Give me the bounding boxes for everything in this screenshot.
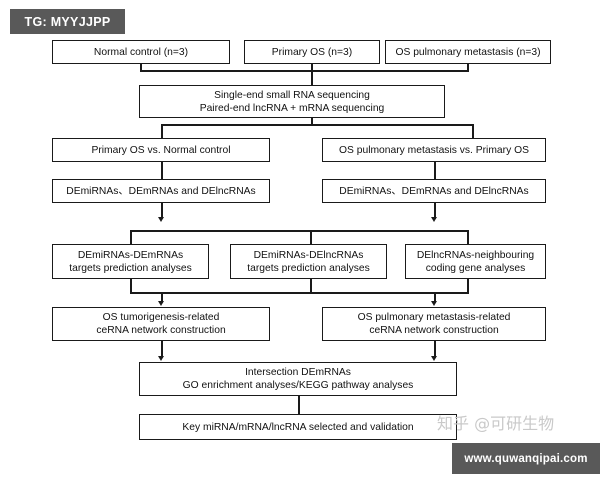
node-mirna-lncrna-targets: DEmiRNAs-DElncRNAs targets prediction an… (230, 244, 387, 279)
node-line: targets prediction analyses (69, 262, 192, 274)
node-primary-vs-normal: Primary OS vs. Normal control (52, 138, 270, 162)
connector-vertical (467, 230, 469, 245)
connector-vertical (130, 230, 132, 245)
node-line: DEmiRNAs-DEmRNAs (77, 249, 184, 261)
node-metastasis-vs-primary: OS pulmonary metastasis vs. Primary OS (322, 138, 546, 162)
connector-vertical (311, 118, 313, 125)
node-line: DElncRNAs-neighbouring (416, 249, 535, 261)
connector-vertical (161, 292, 163, 303)
node-line: Primary OS (n=3) (271, 46, 353, 58)
node-line: ceRNA network construction (369, 325, 499, 336)
node-line: Normal control (n=3) (93, 46, 189, 58)
connector-horizontal (130, 292, 469, 294)
node-mirna-mrna-targets: DEmiRNAs-DEmRNAs targets prediction anal… (52, 244, 209, 279)
arrowhead-down (431, 356, 437, 361)
tg-badge: TG: MYYJJPP (10, 9, 125, 34)
node-line: Intersection DEmRNAs (245, 367, 351, 378)
node-line: Key miRNA/mRNA/lncRNA selected and valid… (182, 421, 414, 433)
connector-horizontal (140, 70, 469, 72)
connector-vertical (434, 203, 436, 219)
node-cerna-tumorigenesis: OS tumorigenesis-related ceRNA network c… (52, 307, 270, 341)
node-line: Primary OS vs. Normal control (91, 144, 231, 156)
node-line: DEmiRNAs-DElncRNAs (253, 249, 364, 261)
connector-horizontal (161, 124, 473, 126)
connector-vertical (434, 292, 436, 303)
connector-vertical (161, 162, 163, 180)
node-lncrna-neighbouring: DElncRNAs-neighbouring coding gene analy… (405, 244, 546, 279)
node-os-pulmonary-metastasis: OS pulmonary metastasis (n=3) (385, 40, 551, 64)
node-line: coding gene analyses (425, 262, 526, 274)
connector-vertical (140, 64, 142, 71)
connector-vertical (434, 162, 436, 180)
node-primary-os: Primary OS (n=3) (244, 40, 380, 64)
zhihu-watermark: 知乎 @可研生物 (437, 414, 555, 433)
node-line: DEmiRNAs、DEmRNAs and DElncRNAs (339, 185, 529, 197)
url-watermark: www.quwanqipai.com (452, 443, 600, 474)
node-line: OS tumorigenesis-related (102, 312, 220, 323)
arrowhead-down (158, 301, 164, 306)
connector-vertical (467, 279, 469, 293)
connector-vertical (161, 203, 163, 219)
node-line: OS pulmonary metastasis (n=3) (395, 46, 541, 58)
node-line: DEmiRNAs、DEmRNAs and DElncRNAs (66, 185, 256, 197)
arrowhead-down (431, 301, 437, 306)
node-line: OS pulmonary metastasis-related (357, 312, 511, 323)
node-normal-control: Normal control (n=3) (52, 40, 230, 64)
connector-vertical (310, 279, 312, 293)
node-line: targets prediction analyses (247, 262, 370, 274)
connector-vertical (311, 70, 313, 86)
connector-vertical (472, 124, 474, 139)
node-de-right: DEmiRNAs、DEmRNAs and DElncRNAs (322, 179, 546, 203)
connector-vertical (434, 341, 436, 358)
connector-vertical (311, 64, 313, 71)
node-intersection-go-kegg: Intersection DEmRNAs GO enrichment analy… (139, 362, 457, 396)
connector-vertical (310, 230, 312, 245)
connector-vertical (298, 396, 300, 415)
arrowhead-down (158, 217, 164, 222)
arrowhead-down (431, 217, 437, 222)
node-key-rna-validation: Key miRNA/mRNA/lncRNA selected and valid… (139, 414, 457, 440)
connector-vertical (161, 341, 163, 358)
node-line: Paired-end lncRNA + mRNA sequencing (199, 102, 385, 114)
node-line: GO enrichment analyses/KEGG pathway anal… (182, 380, 414, 391)
node-cerna-metastasis: OS pulmonary metastasis-related ceRNA ne… (322, 307, 546, 341)
connector-vertical (130, 279, 132, 293)
node-line: ceRNA network construction (96, 325, 226, 336)
node-sequencing: Single-end small RNA sequencing Paired-e… (139, 85, 445, 118)
connector-vertical (467, 64, 469, 71)
node-line: OS pulmonary metastasis vs. Primary OS (339, 144, 529, 156)
arrowhead-down (158, 356, 164, 361)
connector-horizontal (130, 230, 468, 232)
node-line: Single-end small RNA sequencing (214, 89, 370, 101)
node-de-left: DEmiRNAs、DEmRNAs and DElncRNAs (52, 179, 270, 203)
connector-vertical (161, 124, 163, 139)
